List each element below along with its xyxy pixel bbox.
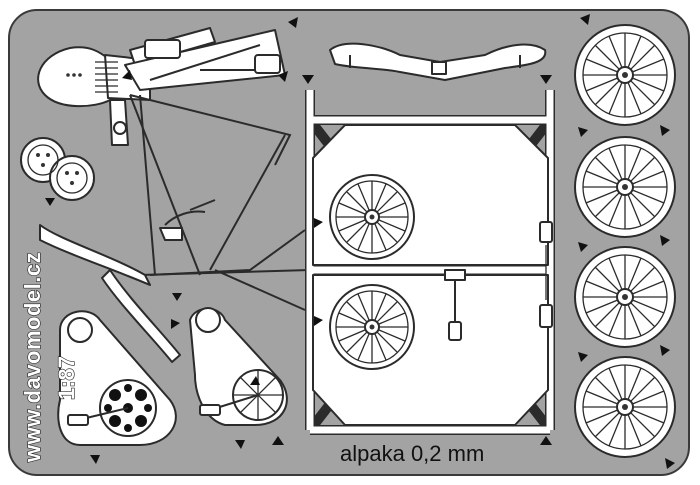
right-wheels — [574, 24, 676, 458]
small-sprockets — [20, 137, 95, 201]
brand-label: www.davomodel.cz — [20, 252, 45, 463]
scale-label: 1:87 — [54, 356, 79, 400]
fork-and-handlebar — [39, 224, 181, 363]
center-wheels — [329, 174, 415, 370]
seat-and-upper-frame — [37, 27, 311, 311]
material-label: alpaka 0,2 mm — [340, 441, 484, 466]
chain-guard-right — [189, 307, 288, 426]
handlebar — [329, 42, 547, 81]
chain-guard-left — [57, 310, 177, 446]
cut-tabs — [45, 14, 675, 469]
center-frame — [305, 90, 555, 435]
